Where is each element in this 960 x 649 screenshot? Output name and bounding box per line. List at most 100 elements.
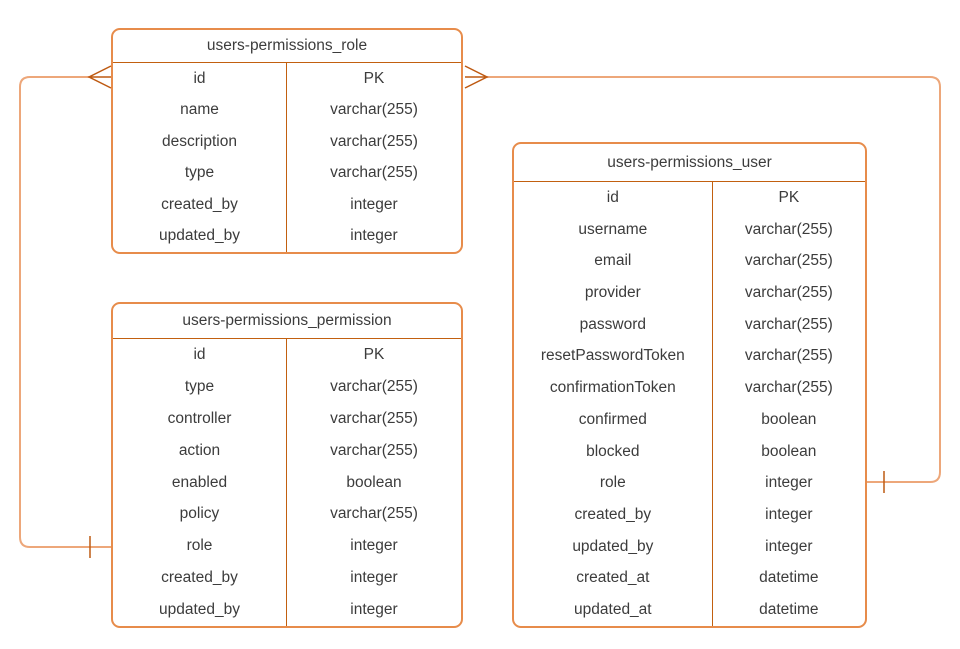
field-name: role (113, 530, 287, 563)
table-users-permissions-role[interactable]: users-permissions_role id PK name varchar(2… (111, 28, 463, 254)
field-name: created_by (514, 499, 713, 531)
table-row[interactable]: email varchar(255) (514, 245, 865, 278)
field-type: integer (765, 537, 813, 555)
table-row[interactable]: id PK (113, 63, 461, 95)
table-row[interactable]: confirmed boolean (514, 404, 865, 436)
table-row[interactable]: enabled boolean (113, 466, 461, 499)
table-title[interactable]: users-permissions_role (113, 30, 461, 63)
field-name: type (113, 370, 287, 403)
table-row[interactable]: policy varchar(255) (113, 498, 461, 531)
field-name: id (514, 182, 713, 214)
field-type: PK (363, 345, 385, 363)
table-row[interactable]: updated_by integer (514, 530, 865, 563)
field-type: varchar(255) (330, 164, 418, 182)
relationship-role-permission[interactable] (19, 65, 112, 558)
table-row[interactable]: description varchar(255) (113, 126, 461, 158)
table-row[interactable]: password varchar(255) (514, 308, 865, 341)
table-row[interactable]: updated_by integer (113, 594, 461, 627)
field-type: varchar(255) (330, 132, 418, 150)
table-row[interactable]: id PK (514, 182, 865, 214)
field-name: email (514, 245, 713, 278)
field-type: integer (350, 227, 398, 245)
field-name: confirmationToken (514, 372, 713, 405)
field-name: provider (514, 277, 713, 309)
table-row[interactable]: created_by integer (514, 499, 865, 531)
table-row[interactable]: created_at datetime (514, 562, 865, 595)
field-type: datetime (759, 601, 819, 619)
field-type: boolean (761, 410, 817, 428)
field-name: id (113, 63, 287, 95)
table-row[interactable]: provider varchar(255) (514, 277, 865, 309)
field-name: action (113, 434, 287, 467)
table-title[interactable]: users-permissions_user (514, 144, 865, 182)
table-row[interactable]: created_by integer (113, 189, 461, 221)
table-users-permissions-permission[interactable]: users-permissions_permission id PK type var… (111, 302, 463, 628)
field-type: varchar(255) (330, 441, 418, 459)
field-name: created_at (514, 562, 713, 595)
table-row[interactable]: created_by integer (113, 562, 461, 595)
field-name: blocked (514, 435, 713, 468)
field-type: boolean (761, 442, 817, 460)
table-row[interactable]: updated_at datetime (514, 594, 865, 627)
table-row[interactable]: role integer (113, 530, 461, 563)
relationship-role-permission-line[interactable] (19, 76, 111, 548)
field-type: integer (765, 506, 813, 524)
crow-foot-many-icon (87, 65, 112, 89)
table-row[interactable]: id PK (113, 339, 461, 371)
table-title[interactable]: users-permissions_permission (113, 304, 461, 339)
table-row[interactable]: name varchar(255) (113, 94, 461, 126)
field-type: varchar(255) (330, 409, 418, 427)
field-type: varchar(255) (744, 252, 833, 270)
field-name: updated_by (113, 594, 287, 627)
field-type: varchar(255) (744, 284, 833, 302)
field-type: varchar(255) (744, 379, 833, 397)
field-name: role (514, 467, 713, 500)
field-name: updated_by (113, 220, 287, 252)
field-name: created_by (113, 189, 287, 221)
field-name: type (113, 157, 287, 189)
field-name: enabled (113, 466, 287, 499)
table-row[interactable]: resetPasswordToken varchar(255) (514, 340, 865, 373)
field-type: integer (350, 601, 398, 619)
table-users-permissions-user[interactable]: users-permissions_user id PK username varch… (512, 142, 867, 628)
table-row[interactable]: updated_by integer (113, 220, 461, 252)
table-row[interactable]: blocked boolean (514, 435, 865, 468)
field-type: datetime (759, 569, 819, 587)
field-type: varchar(255) (744, 220, 833, 238)
table-row[interactable]: type varchar(255) (113, 157, 461, 189)
field-type: varchar(255) (744, 315, 833, 333)
field-name: password (514, 308, 713, 341)
field-name: confirmed (514, 404, 713, 436)
field-name: name (113, 94, 287, 126)
field-name: resetPasswordToken (514, 340, 713, 373)
field-name: id (113, 339, 287, 371)
field-type: PK (778, 188, 800, 206)
field-type: integer (350, 569, 398, 587)
field-name: username (514, 213, 713, 246)
field-type: varchar(255) (330, 101, 418, 119)
field-type: integer (350, 195, 398, 213)
field-name: updated_by (514, 530, 713, 563)
field-name: updated_at (514, 594, 713, 627)
field-type: integer (765, 474, 813, 492)
field-type: varchar(255) (330, 377, 418, 395)
table-fields: id PK username varchar(255) email varchar(255… (514, 182, 865, 627)
table-row[interactable]: action varchar(255) (113, 434, 461, 467)
field-type: boolean (346, 473, 402, 491)
crow-foot-many-icon (464, 65, 489, 89)
field-type: PK (363, 69, 385, 87)
table-fields: id PK name varchar(255) description varchar(2… (113, 63, 461, 252)
table-row[interactable]: username varchar(255) (514, 213, 865, 246)
field-type: varchar(255) (330, 505, 418, 523)
table-row[interactable]: role integer (514, 467, 865, 500)
table-row[interactable]: type varchar(255) (113, 370, 461, 403)
field-name: description (113, 126, 287, 158)
field-type: varchar(255) (744, 347, 833, 365)
field-name: created_by (113, 562, 287, 595)
field-name: policy (113, 498, 287, 531)
table-row[interactable]: confirmationToken varchar(255) (514, 372, 865, 405)
field-type: integer (350, 537, 398, 555)
